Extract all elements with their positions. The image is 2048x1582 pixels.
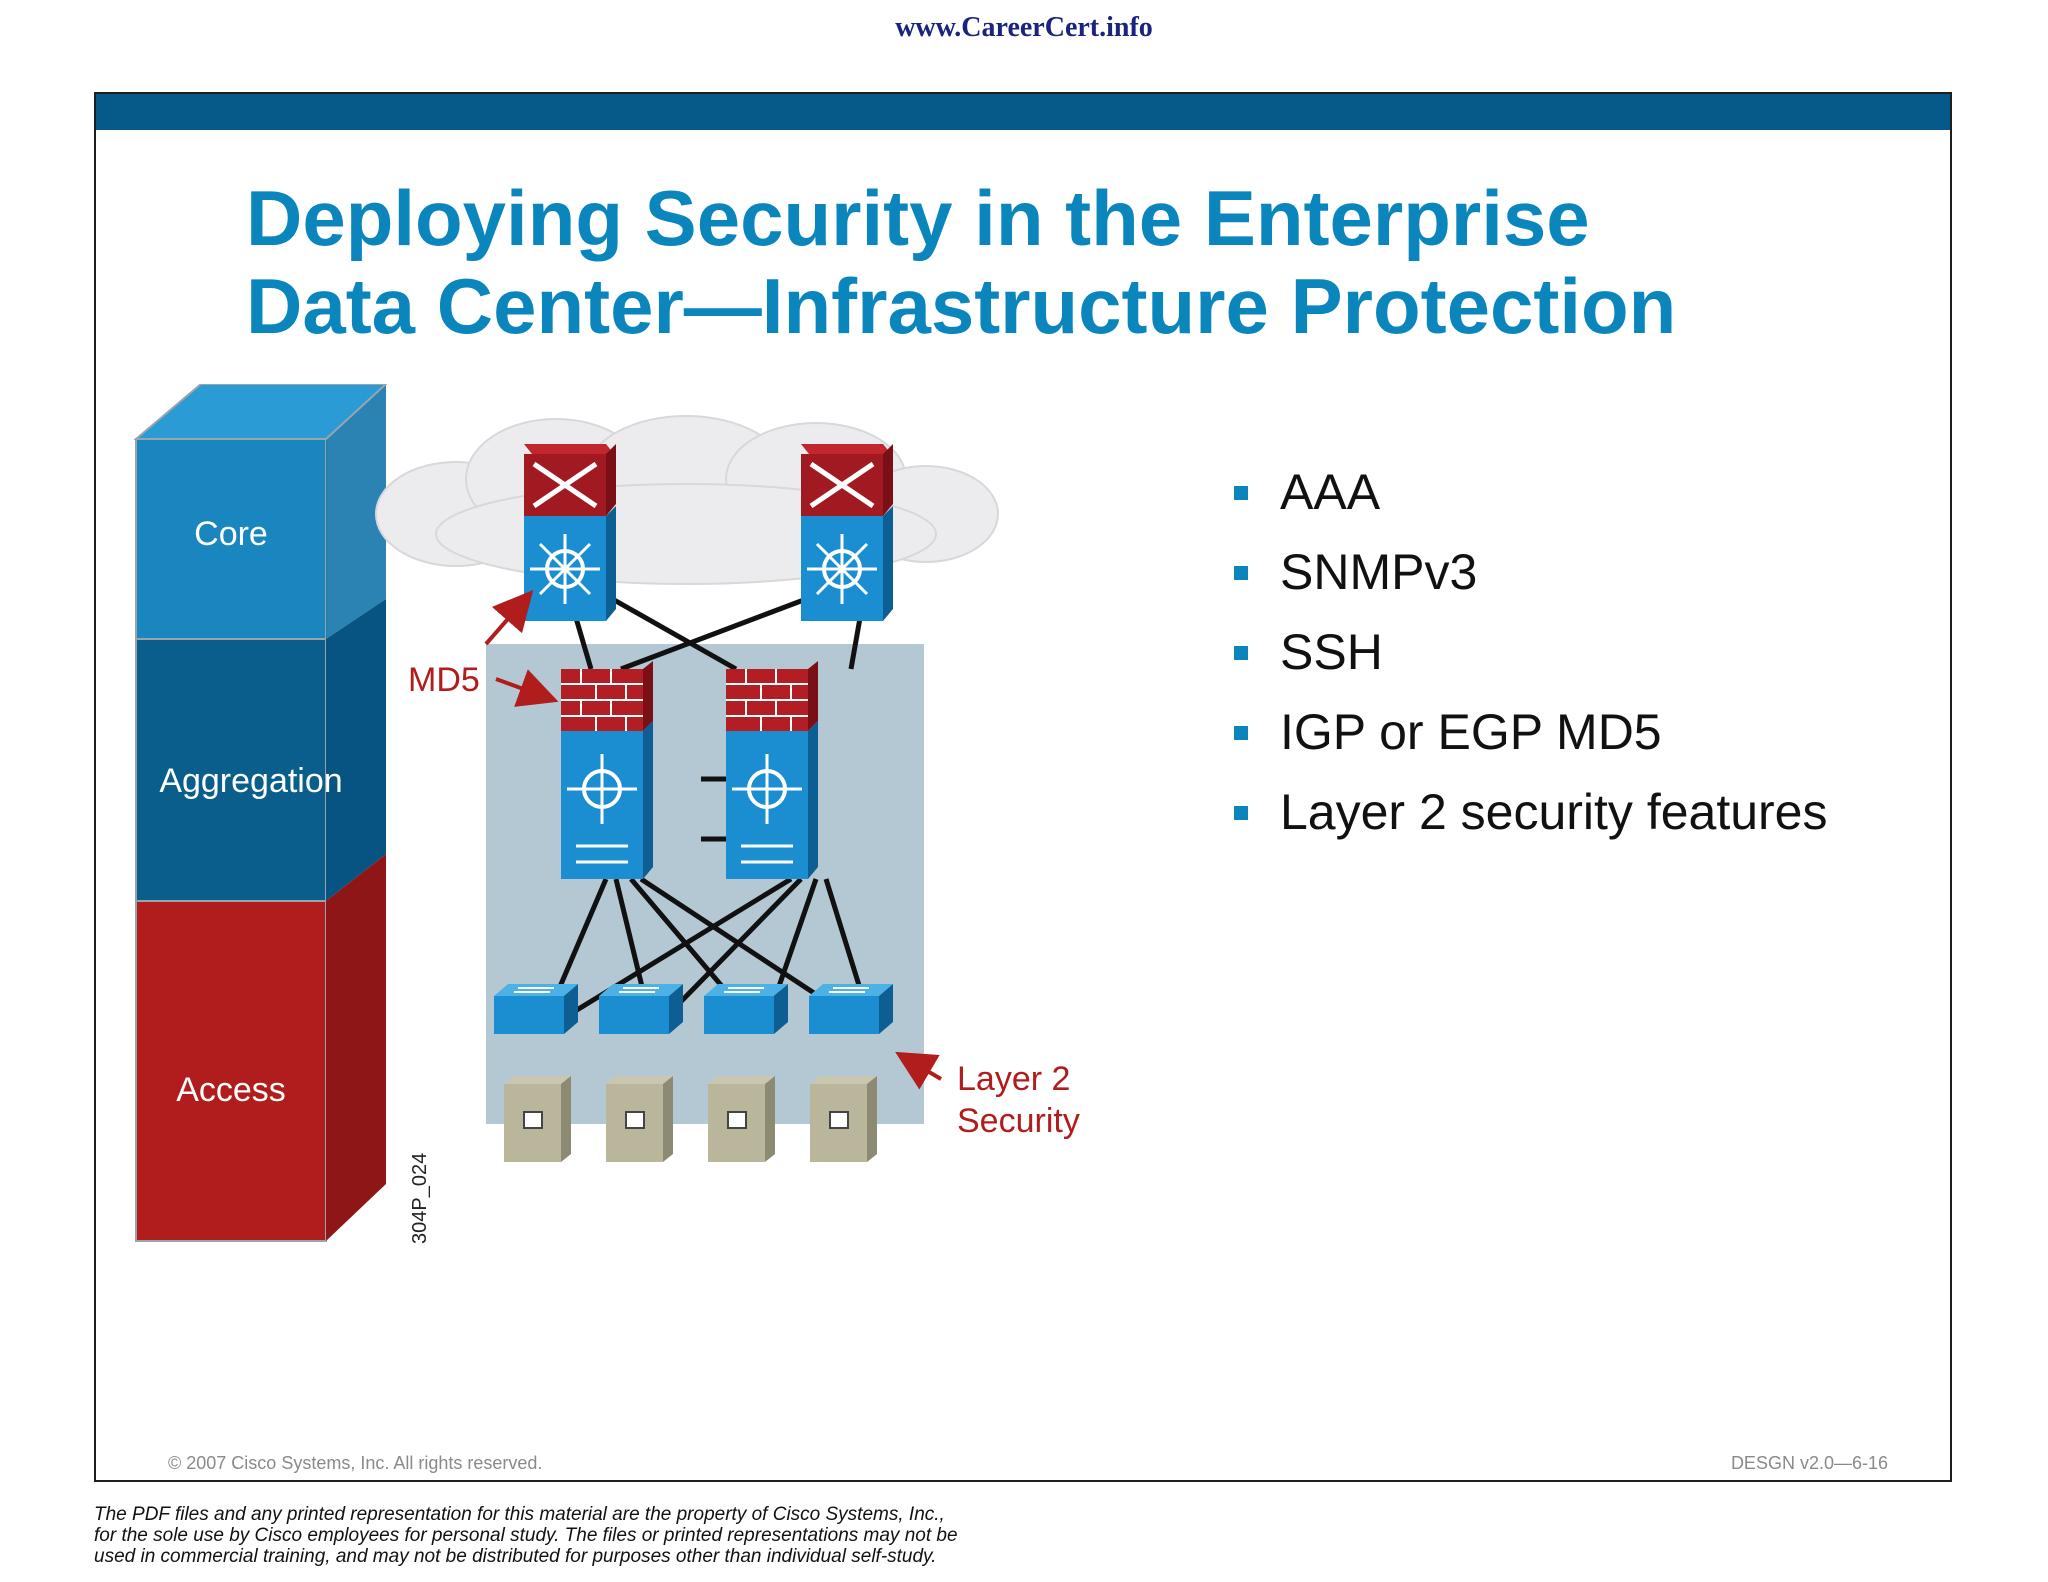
bullet-item: SNMPv3 [1234, 532, 1828, 612]
bullet-text: Layer 2 security features [1280, 784, 1828, 840]
access-switch-icon [599, 984, 683, 1034]
server-icon [606, 1076, 673, 1162]
access-switch-icon [809, 984, 893, 1034]
bullet-item: IGP or EGP MD5 [1234, 692, 1828, 772]
aggregation-firewall-switch-icon [726, 661, 818, 879]
disclaimer-line-3: used in commercial training, and may not… [94, 1546, 937, 1567]
server-icon [504, 1076, 571, 1162]
core-switch-icon [524, 444, 616, 621]
bullet-square-icon [1234, 566, 1248, 580]
network-diagram: Core Aggregation Access [126, 383, 1186, 1349]
slide-title-line-2: Data Center—Infrastructure Protection [246, 262, 1677, 350]
aggregation-side [326, 599, 386, 901]
figure-id: 304P_024 [409, 1153, 431, 1244]
bullet-item: Layer 2 security features [1234, 772, 1828, 852]
layer2-security-callout: Layer 2 Security [895, 1051, 1080, 1140]
slide-title: Deploying Security in the Enterprise Dat… [246, 174, 1896, 350]
bullet-text: AAA [1280, 464, 1381, 520]
site-url[interactable]: www.CareerCert.info [895, 12, 1153, 43]
core-cloud [375, 415, 999, 585]
access-layer [135, 900, 327, 1242]
layer2-callout-line-1: Layer 2 [957, 1060, 1070, 1098]
server-icon [708, 1076, 775, 1162]
md5-label: MD5 [408, 661, 480, 699]
bullet-square-icon [1234, 486, 1248, 500]
copyright: © 2007 Cisco Systems, Inc. All rights re… [168, 1453, 543, 1473]
access-switch-icon [704, 984, 788, 1034]
server-icon [810, 1076, 877, 1162]
datacenter-region [486, 644, 924, 1124]
core-label: Core [194, 515, 268, 553]
bullet-item: SSH [1234, 612, 1828, 692]
layer2-callout-line-2: Security [957, 1102, 1080, 1140]
bullet-square-icon [1234, 646, 1248, 660]
slide: Deploying Security in the Enterprise Dat… [94, 92, 1952, 1482]
slide-header-bar [96, 94, 1950, 130]
access-label: Access [176, 1071, 286, 1109]
access-side [326, 854, 386, 1241]
bullet-text: SNMPv3 [1280, 544, 1478, 600]
bullet-text: SSH [1280, 624, 1383, 680]
bullet-square-icon [1234, 726, 1248, 740]
layer-stack: Core Aggregation Access [133, 383, 389, 1242]
disclaimer-line-2: for the sole use by Cisco employees for … [94, 1525, 958, 1546]
stack-top [133, 383, 389, 440]
bullet-text: IGP or EGP MD5 [1280, 704, 1662, 760]
aggregation-firewall-switch-icon [561, 661, 653, 879]
slide-number: DESGN v2.0—6-16 [1730, 1453, 1888, 1473]
slide-title-line-1: Deploying Security in the Enterprise [246, 174, 1590, 262]
core-side [326, 384, 386, 639]
disclaimer-line-1: The PDF files and any printed representa… [94, 1504, 945, 1525]
disclaimer: The PDF files and any printed representa… [94, 1504, 1094, 1567]
bullet-item: AAA [1234, 452, 1828, 532]
aggregation-label: Aggregation [159, 762, 342, 800]
bullet-square-icon [1234, 806, 1248, 820]
core-switch-icon [801, 444, 893, 621]
md5-callout: MD5 [408, 589, 559, 707]
access-switch-icon [494, 984, 578, 1034]
bullet-list: AAA SNMPv3 SSH IGP or EGP MD5 Layer 2 se… [1234, 452, 1828, 852]
network-diagram-svg: Core Aggregation Access [133, 383, 1080, 1244]
